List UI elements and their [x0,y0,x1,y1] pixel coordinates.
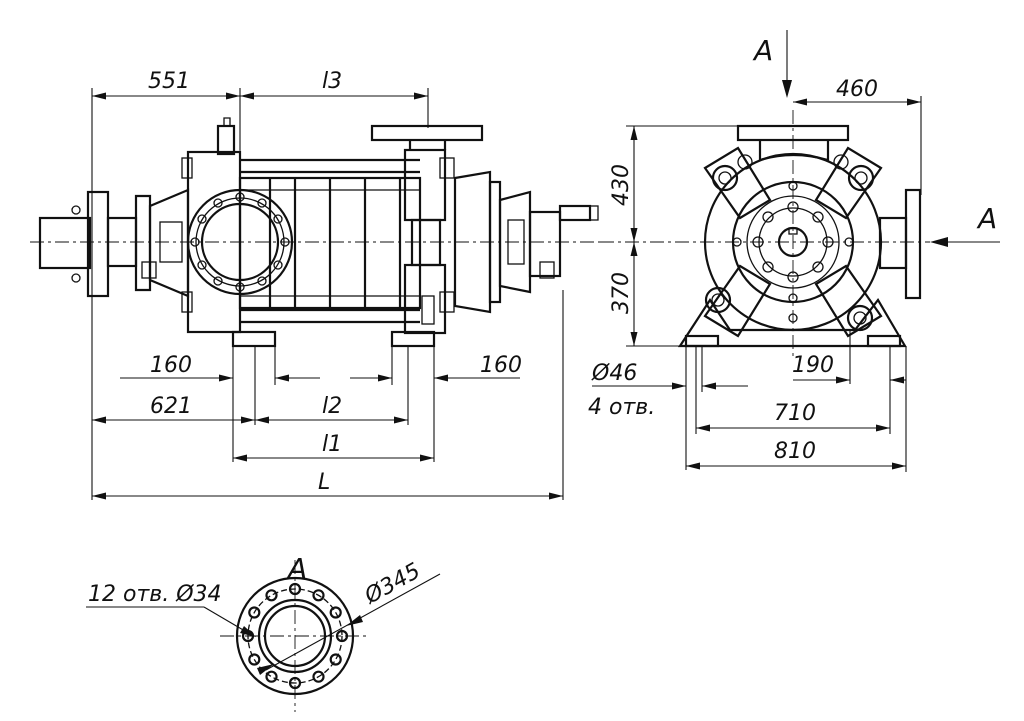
front-view [600,110,930,360]
view-arrow-a-top-label: A [752,34,773,67]
side-view-dimensions: 551 l3 160 160 621 l2 l1 L [91,69,564,500]
dim-4-holes: 4 отв. [588,395,655,420]
dim-d345: Ø345 [360,559,425,610]
dim-190: 190 [792,353,834,378]
dim-L: L [318,470,330,495]
dim-621: 621 [150,394,192,419]
view-arrow-a-right-label: A [976,202,997,235]
dim-160-right: 160 [480,353,522,378]
dim-710: 710 [774,401,816,426]
detail-view-title: A [286,552,307,585]
side-view [30,100,600,348]
dim-d46: Ø46 [591,361,637,386]
dim-160-left: 160 [150,353,192,378]
dim-551: 551 [148,69,190,94]
dim-460: 460 [836,77,878,102]
front-view-bolts [732,181,854,323]
front-view-dimensions: 430 370 460 Ø46 4 отв. 190 710 [588,30,1000,472]
dim-12-holes-d34: 12 отв. Ø34 [88,582,222,607]
dim-430: 430 [609,164,634,206]
dim-370: 370 [609,272,634,314]
dim-l3: l3 [322,69,342,94]
dim-l2: l2 [322,394,342,419]
dim-810: 810 [774,439,816,464]
flange-detail-view: 12 отв. Ø34 Ø345 A [86,552,441,712]
suction-flange-bolt-holes [190,192,290,292]
dim-l1: l1 [322,432,342,457]
